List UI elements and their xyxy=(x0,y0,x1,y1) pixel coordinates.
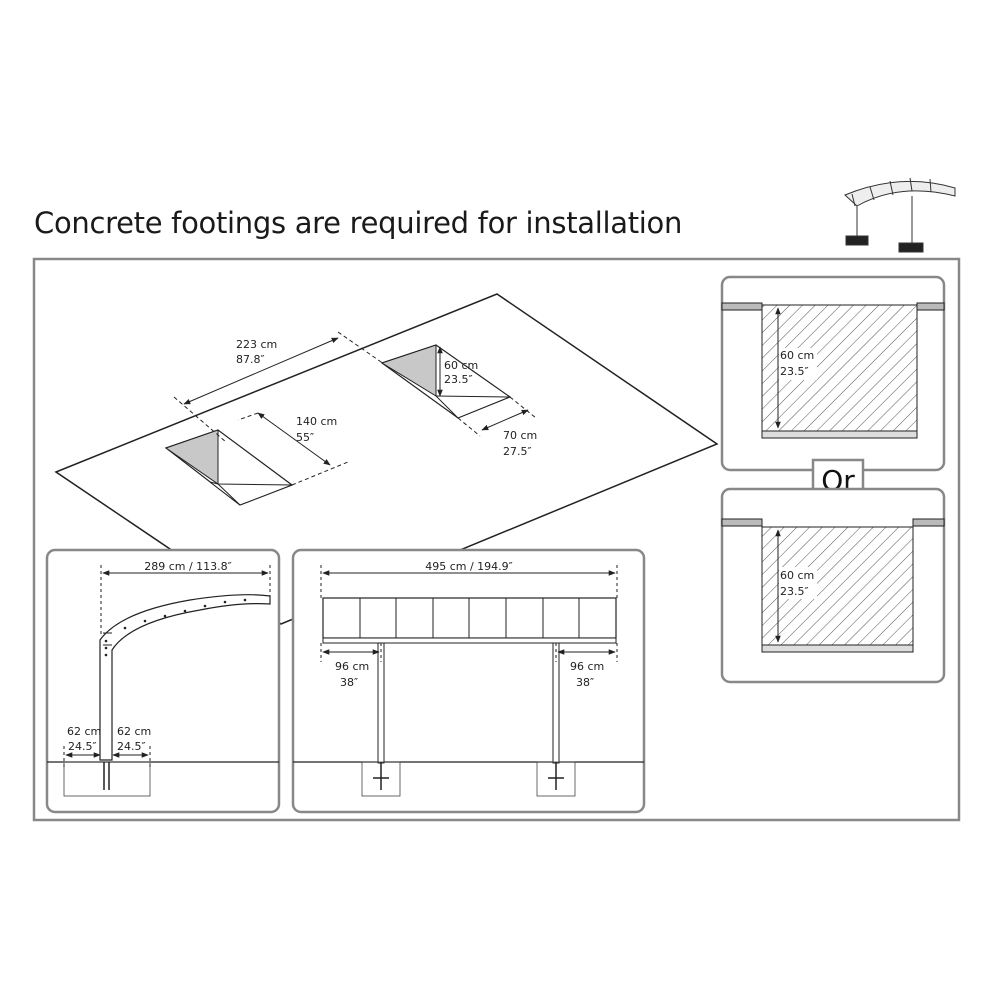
main-frame xyxy=(32,257,961,822)
side-left-in: 24.5″ xyxy=(68,740,97,753)
section-b-depth-in: 23.5″ xyxy=(780,585,809,598)
section-b-depth-cm: 60 cm xyxy=(780,569,814,582)
carport-thumbnail xyxy=(844,177,956,253)
length-in-label: 55″ xyxy=(296,431,314,444)
front-span-label: 495 cm / 194.9″ xyxy=(425,560,513,573)
spacing-in-label: 87.8″ xyxy=(236,353,265,366)
side-span-label: 289 cm / 113.8″ xyxy=(144,560,232,573)
width-cm-label: 70 cm xyxy=(503,429,537,442)
depth-cm-label: 60 cm xyxy=(444,359,478,372)
footing-pit-right xyxy=(380,344,512,419)
spacing-cm-label: 223 cm xyxy=(236,338,277,351)
side-right-in: 24.5″ xyxy=(117,740,146,753)
side-right-cm: 62 cm xyxy=(117,725,151,738)
footing-pit-left xyxy=(164,429,294,506)
front-right-in: 38″ xyxy=(576,676,594,689)
section-a-depth-in: 23.5″ xyxy=(780,365,809,378)
length-cm-label: 140 cm xyxy=(296,415,337,428)
side-left-cm: 62 cm xyxy=(67,725,101,738)
plan-view: 223 cm 87.8″ 60 cm 23.5″ 140 cm 55″ 70 c… xyxy=(54,293,719,625)
depth-in-label: 23.5″ xyxy=(444,373,473,386)
page-title: Concrete footings are required for insta… xyxy=(34,206,683,240)
width-in-label: 27.5″ xyxy=(503,445,532,458)
side-elevation: 289 cm / 113.8″ 62 cm 24.5″ 62 cm 24.5″ xyxy=(45,548,281,814)
front-elevation: 495 cm / 194.9″ 96 cm 38″ 96 cm 38″ xyxy=(291,548,646,814)
front-left-in: 38″ xyxy=(340,676,358,689)
footing-section-flush: 60 cm 23.5″ xyxy=(720,275,946,472)
front-left-cm: 96 cm xyxy=(335,660,369,673)
section-a-depth-cm: 60 cm xyxy=(780,349,814,362)
footing-section-raised: 60 cm 23.5″ xyxy=(720,487,946,684)
front-right-cm: 96 cm xyxy=(570,660,604,673)
